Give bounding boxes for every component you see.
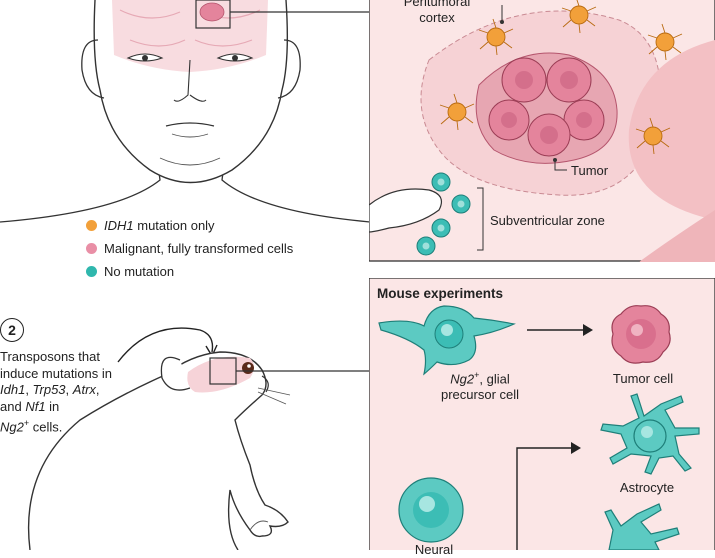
human-head-illustration — [0, 0, 370, 223]
astrocyte-icon-partial — [604, 503, 680, 550]
step2-description: Transposons that induce mutations in Idh… — [0, 349, 113, 435]
peritumoral-label: Peritumoral cortex — [403, 0, 471, 25]
tumor-microenvironment-panel — [369, 0, 715, 262]
legend-gene: IDH1 — [104, 218, 134, 233]
legend-swatch-orange — [86, 220, 97, 231]
legend-item-no-mutation: No mutation — [86, 264, 174, 279]
legend-swatch-pink — [86, 243, 97, 254]
astrocyte-icon — [600, 393, 700, 475]
step-number-badge: 2 — [0, 318, 24, 342]
tumor-label: Tumor — [571, 163, 609, 178]
legend-label: mutation only — [133, 218, 215, 233]
tumor-cell-label: Tumor cell — [612, 371, 674, 386]
legend-item-idh1: IDH1 mutation only — [86, 218, 215, 233]
mouse-illustration — [27, 327, 370, 550]
glial-precursor-label: Ng2+, glial precursor cell — [440, 370, 520, 403]
tumor-cell-icon — [611, 305, 671, 364]
tumor-cluster — [475, 52, 618, 164]
idh1-mutant-cells — [439, 0, 683, 155]
glial-precursor-cell — [378, 305, 516, 376]
legend-swatch-teal — [86, 266, 97, 277]
legend-label: Malignant, fully transformed cells — [104, 241, 294, 256]
mouse-experiments-panel — [369, 278, 715, 550]
neural-cell-label: Neural — [414, 542, 454, 557]
legend-item-malignant: Malignant, fully transformed cells — [86, 241, 293, 256]
subventricular-zone-label: Subventricular zone — [490, 213, 605, 228]
astrocyte-label: Astrocyte — [619, 480, 675, 495]
mouse-experiments-title: Mouse experiments — [377, 286, 504, 301]
no-mutation-cells — [416, 172, 471, 256]
neural-cell-icon — [398, 477, 464, 543]
legend-label: No mutation — [104, 264, 175, 279]
